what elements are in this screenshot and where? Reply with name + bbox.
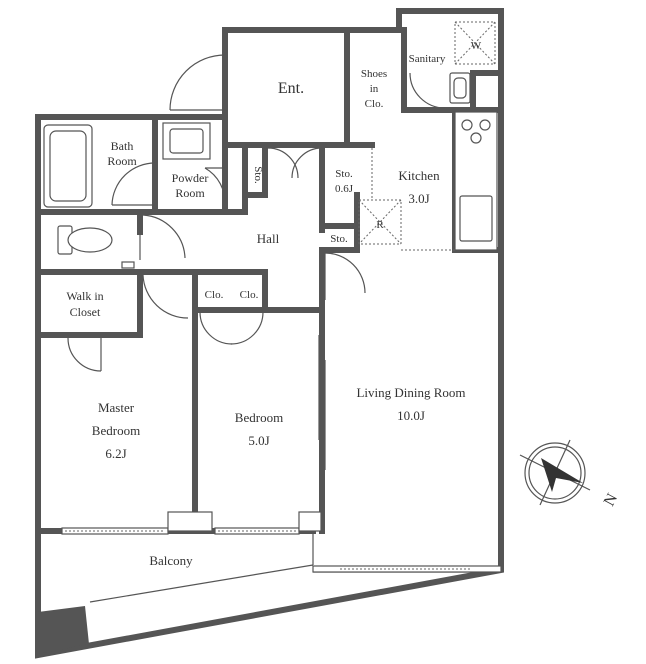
compass-circle xyxy=(524,442,586,504)
label-shoes-line2: in xyxy=(370,83,379,95)
kitchen-counter xyxy=(454,111,498,251)
sanitary-sink xyxy=(449,72,471,104)
label-master-line2: Bedroom xyxy=(92,423,140,438)
label-bedroom-size: 5.0J xyxy=(248,433,269,448)
label-master-line1: Master xyxy=(98,400,135,415)
stove-burner xyxy=(461,119,473,131)
fixtures xyxy=(43,21,498,269)
details xyxy=(61,335,502,573)
label-living-size: 10.0J xyxy=(397,408,425,423)
label-kitchen-size: 3.0J xyxy=(408,191,429,206)
label-master-size: 6.2J xyxy=(105,446,126,461)
label-bath-line2: Room xyxy=(107,154,137,168)
label-walkin-line1: Walk in xyxy=(66,289,103,303)
balcony-corner-block xyxy=(38,606,89,654)
label-hall: Hall xyxy=(257,231,280,246)
fridge-box xyxy=(358,199,402,245)
label-shoes-line3: Clo. xyxy=(365,98,384,110)
kitchen-sink xyxy=(459,195,493,242)
label-storage-1: Sto. xyxy=(335,168,353,180)
washer-box xyxy=(454,21,496,65)
compass-north-label: N xyxy=(601,490,622,509)
label-entrance: Ent. xyxy=(278,80,304,97)
room-labels: Ent. Shoes in Clo. Sanitary W Bath Room … xyxy=(66,40,481,568)
label-shoes-line1: Shoes xyxy=(361,68,387,80)
label-sanitary: Sanitary xyxy=(409,53,446,65)
label-storage-1-size: 0.6J xyxy=(335,183,354,195)
label-bath-line1: Bath xyxy=(111,139,134,153)
label-storage-2: Sto. xyxy=(330,233,348,245)
label-storage-small: Sto. xyxy=(252,166,264,184)
label-balcony: Balcony xyxy=(149,553,193,568)
label-closet-a: Clo. xyxy=(205,289,224,301)
label-bedroom: Bedroom xyxy=(235,410,283,425)
label-walkin-line2: Closet xyxy=(70,305,101,319)
label-powder-line1: Powder xyxy=(172,171,209,185)
label-washer: W xyxy=(471,40,482,52)
label-kitchen: Kitchen xyxy=(398,168,440,183)
label-fridge: R xyxy=(376,219,384,231)
bathtub xyxy=(43,124,93,208)
label-living: Living Dining Room xyxy=(356,385,465,400)
label-closet-b: Clo. xyxy=(240,289,259,301)
compass-needle-icon xyxy=(541,458,583,492)
label-powder-line2: Room xyxy=(175,186,205,200)
compass: N xyxy=(519,439,622,509)
doors xyxy=(67,54,446,372)
